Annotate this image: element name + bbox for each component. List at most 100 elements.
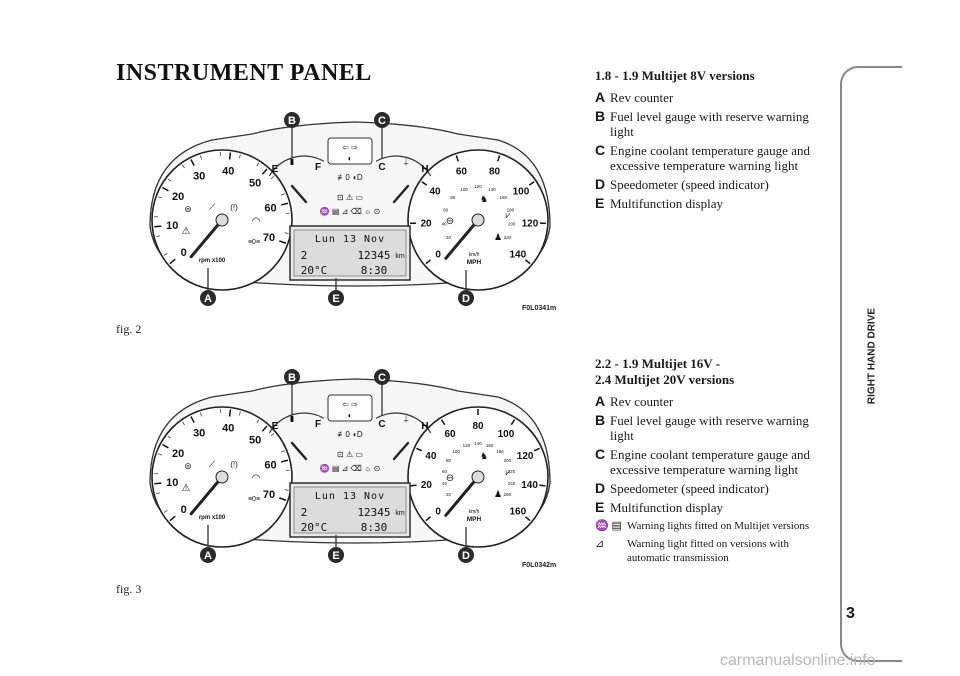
rev-tick-label: 20 [172, 191, 184, 203]
speed-needle [444, 218, 480, 260]
speed-tick-label: 120 [522, 219, 539, 230]
display-odometer: 12345 [357, 249, 390, 262]
rev-tick-label: 40 [222, 422, 234, 434]
speed-inner-label: 260 [504, 492, 512, 497]
display-time: 8:30 [361, 521, 388, 534]
rev-needle [189, 475, 224, 516]
callout-letter: D [462, 293, 470, 305]
speed-inner-label: 40 [442, 222, 448, 227]
callout-badge [374, 369, 390, 385]
legend-text: Speedometer (speed indicator) [610, 177, 769, 192]
rev-minor-tick [163, 253, 168, 256]
page-title: INSTRUMENT PANEL [116, 60, 372, 86]
engine-fault-icon: ◠ [252, 473, 261, 484]
coolant-icon: ⍊ [404, 157, 409, 166]
rev-minor-tick [156, 492, 161, 495]
speed-inner-label: 60 [442, 469, 448, 474]
glow-plug-icon: ♒ ▤ [595, 520, 622, 532]
speed-tick-label: 80 [472, 421, 484, 432]
temp-needle [392, 184, 410, 204]
rev-minor-tick [238, 411, 241, 416]
rev-minor-tick [270, 432, 275, 437]
rev-minor-tick [270, 175, 275, 180]
speed-tick-label: 20 [421, 219, 433, 230]
turn-signal-icon: ⇦ ⇨ [342, 400, 358, 409]
section-2-heading: 2.2 - 1.9 Multijet 16V - 2.4 Multijet 20… [595, 356, 827, 388]
callout-letter: B [288, 372, 296, 384]
speed-tick [539, 484, 546, 487]
figure-1-caption: fig. 2 [116, 322, 142, 336]
speed-tick [440, 419, 446, 426]
wiper-icon: ⟋ [209, 202, 216, 212]
speed-unit-kmh: km/h [469, 509, 480, 515]
fuel-empty-label: E [272, 421, 279, 432]
side-tab-label: RIGHT HAND DRIVE [866, 307, 878, 405]
speed-tick [455, 155, 459, 162]
rev-unit-label: rpm x100 [199, 515, 226, 521]
speed-tick-label: 20 [421, 480, 433, 491]
speed-inner-label: 240 [508, 481, 516, 486]
rev-minor-tick [280, 450, 285, 453]
legend-letter: C [595, 142, 606, 158]
rev-minor-tick [167, 435, 172, 439]
callout-letter: C [378, 372, 386, 384]
legend-text: Speedometer (speed indicator) [610, 481, 769, 496]
rev-tick-label: 30 [193, 428, 205, 440]
rev-tick [279, 240, 287, 244]
display-temperature: 20°C [301, 264, 328, 277]
speed-inner-label: 220 [504, 235, 512, 240]
legend-text: Rev counter [610, 90, 674, 105]
fuel-full-label: F [315, 419, 321, 430]
fuel-empty-label: E [272, 164, 279, 175]
speed-tick-label: 40 [425, 451, 437, 462]
display-date: Lun 13 Nov [315, 491, 385, 502]
speed-tick [410, 484, 417, 487]
rev-tick-label: 40 [222, 165, 234, 177]
fuel-full-label: F [315, 162, 321, 173]
rev-tick-label: 60 [264, 203, 276, 215]
page-number: 3 [846, 605, 855, 622]
fog-light-icon: ≢0 ◖D [337, 430, 363, 439]
section-2: 2.2 - 1.9 Multijet 16V - 2.4 Multijet 20… [595, 356, 827, 565]
speed-tick [533, 447, 540, 452]
rev-tick-label: 70 [263, 232, 275, 244]
speed-inner-label: 100 [452, 449, 460, 454]
brake-warning-icon: ⊜ [184, 461, 192, 471]
speed-tick [497, 155, 501, 162]
speed-tick [525, 259, 531, 265]
wiper-icon: ⟋ [209, 459, 216, 469]
section-2-heading-line-2: 2.4 Multijet 20V versions [595, 372, 735, 387]
automatic-transmission-icon: ⊿ [595, 538, 605, 550]
speed-tick-label: 60 [444, 429, 456, 440]
speed-inner-label: 80 [446, 458, 452, 463]
low-beam-icon: ◐ [348, 411, 353, 420]
callout-letter: A [204, 550, 212, 562]
rev-minor-tick [280, 193, 285, 196]
rev-minor-tick [284, 232, 289, 234]
callout-badge [328, 290, 344, 306]
speed-tick-label: 40 [429, 187, 441, 198]
temp-cold-label: C [378, 162, 385, 173]
rev-needle [189, 218, 224, 259]
speed-tick-label: 0 [435, 506, 441, 517]
legend-text: Engine coolant temperature gauge and exc… [610, 143, 810, 173]
seatbelt-icon: ♞ [480, 451, 488, 461]
rev-unit-label: rpm x100 [199, 258, 226, 264]
rev-minor-tick [199, 155, 202, 160]
section-1-heading: 1.8 - 1.9 Multijet 8V versions [595, 68, 755, 83]
rev-needle-hub [215, 470, 229, 484]
rev-tick-label: 0 [181, 247, 187, 259]
note-text: Warning lights fitted on Multijet versio… [627, 520, 810, 532]
note-multijet: ♒ ▤ Warning lights fitted on Multijet ve… [595, 519, 827, 533]
figure-2-caption: fig. 3 [116, 582, 142, 596]
rev-tick-label: 50 [249, 435, 261, 447]
display-odometer-unit: km [395, 253, 405, 260]
rev-tick-label: 10 [166, 220, 178, 232]
temp-gauge-arc [375, 155, 432, 177]
